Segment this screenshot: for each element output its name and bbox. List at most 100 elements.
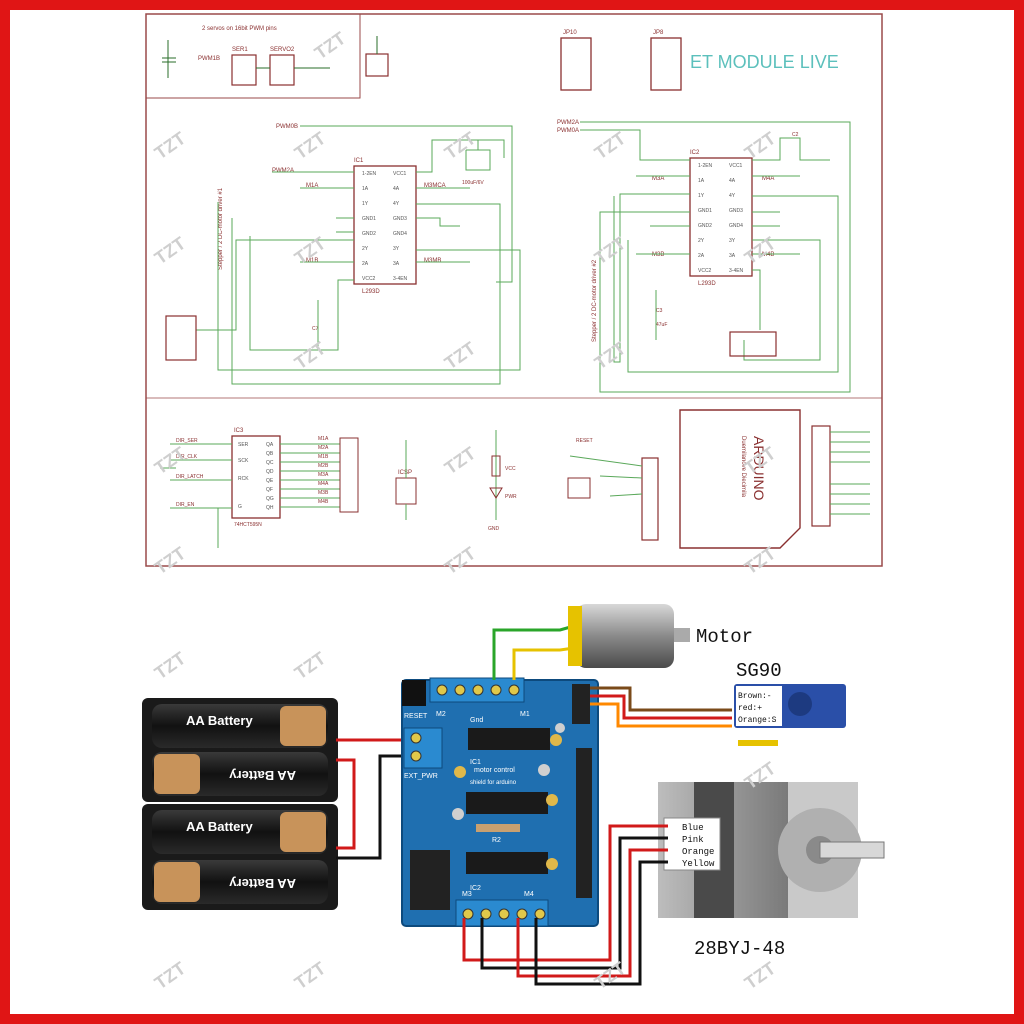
ic1-net-4: M3MCA (424, 183, 446, 189)
ic2-block: IC2 L293D Stepper / 2 DC-motor driver #2… (276, 120, 799, 342)
ic2-pin-l6: 2Y (698, 238, 705, 244)
gnd-label: GND (488, 526, 500, 532)
ic3-pin-qb: QB (266, 451, 274, 457)
ic3-block: IC3 74HCT595N SER SCK RCK G QA QB QC QD … (176, 428, 329, 528)
ic1-pin-l2: 1A (362, 186, 369, 192)
board-label-motor-control: motor control (474, 767, 515, 774)
pwm-label-2: PWM0B (276, 124, 298, 130)
servo-connector-1-label: SER1 (232, 47, 248, 53)
ic2-pin-r8: 3-4EN (729, 268, 744, 274)
ic2-net-4: M4B (762, 252, 774, 258)
servo-wire-red: red:+ (738, 704, 762, 713)
ic2-pin-l7: 2A (698, 253, 705, 259)
ic3-pin-qf: QF (266, 487, 273, 493)
ic1-pin-l6: 2Y (362, 246, 369, 252)
jp10-label: JP10 (563, 30, 577, 36)
board-label-gnd: Gnd (470, 717, 483, 724)
svg-text:TZT: TZT (741, 958, 780, 993)
servo-section-box (145, 13, 361, 99)
battery-pack-2: AA Battery AA Battery (142, 804, 338, 910)
stepper-wire-orange: Orange (682, 847, 714, 857)
ic1-pin-l7: 2A (362, 261, 369, 267)
ic2-pin-l5: GND2 (698, 223, 712, 229)
reset-switch (567, 477, 591, 499)
ic1-part: L293D (362, 289, 380, 295)
ic1-pin-r5: GND4 (393, 231, 407, 237)
ic3-traces (160, 443, 340, 548)
servo-connector-2-label: SERVO2 (270, 47, 295, 53)
ic1-pin-l1: 1-2EN (362, 171, 377, 177)
board-label-ext-pwr: EXT_PWR (404, 773, 438, 780)
stepper-wire-blue: Blue (682, 823, 704, 833)
dc-motor: Motor (492, 604, 753, 680)
board-label-shield: shield for arduino (470, 780, 517, 786)
ic3-net-ser: DIR_SER (176, 438, 198, 444)
battery-wires (336, 738, 410, 860)
ic3-net-latch: DIR_LATCH (176, 474, 204, 480)
ic3-chip (231, 435, 281, 519)
ic1-pin-l8: VCC2 (362, 276, 376, 282)
ic1-pin-r3: 4Y (393, 201, 400, 207)
board-label-m2: M2 (436, 711, 446, 718)
ic1-traces (196, 125, 521, 385)
ic1-pin-l5: GND2 (362, 231, 376, 237)
ic2-side-note: Stepper / 2 DC-motor driver #2 (592, 259, 598, 342)
battery-4-label: AA Battery (229, 876, 296, 891)
stepper-wire-pink: Pink (682, 835, 704, 845)
jp10-header (560, 37, 592, 91)
jumper-headers: JP10 JP8 (560, 30, 682, 91)
reset-label: RESET (576, 438, 593, 444)
svg-text:TZT: TZT (291, 648, 330, 683)
ic1-chip (353, 165, 417, 285)
schematic-diagram: 2 servos on 16bit PWM pins PWM1B SER1 SE… (145, 13, 883, 578)
ic3-pin-ser: SER (238, 442, 249, 448)
board-label-m4: M4 (524, 891, 534, 898)
ic1-pin-l3: 1Y (362, 201, 369, 207)
power-led: VCC GND PWR (488, 430, 517, 532)
svg-text:TZT: TZT (591, 958, 630, 993)
motor-shield-board: RESET EXT_PWR motor control shield for a… (401, 677, 599, 927)
ic3-pin-qe: QE (266, 478, 274, 484)
arduino-left-header (641, 457, 659, 541)
servo-connector-2 (269, 54, 295, 86)
ic1-pin-r2: 4A (393, 186, 400, 192)
ic3-pin-qh: QH (266, 505, 274, 511)
l293d-chip-3 (466, 852, 548, 874)
ic1-motor-header (165, 315, 197, 361)
ic2-net-1: M3A (652, 176, 664, 182)
ic3-name: IC3 (234, 428, 244, 434)
jp8-label: JP8 (653, 30, 664, 36)
servo-header-note: 2 servos on 16bit PWM pins (202, 26, 277, 32)
ic1-net-1: PWM2A (272, 168, 294, 174)
ic2-pin-r1: VCC1 (729, 163, 743, 169)
servo-label: SG90 (736, 660, 782, 682)
battery-1-label: AA Battery (186, 713, 253, 728)
servo-wire-orange: Orange:S (738, 716, 777, 725)
ic3-pin-rck: RCK (238, 476, 249, 482)
ic2-motor-header (729, 331, 777, 357)
ic2-traces (580, 121, 851, 393)
ic2-part: L293D (698, 281, 716, 287)
ic3-pin-qc: QC (266, 460, 274, 466)
ic1-pin-r6: 3Y (393, 246, 400, 252)
board-label-m1: M1 (520, 711, 530, 718)
ic3-out-5: M3A (318, 472, 329, 478)
ic3-out-2: M2A (318, 445, 329, 451)
ic1-net-5: M3MB (424, 258, 441, 264)
ic3-pin-g: G (238, 504, 242, 510)
cap-100uf-label: 100uF/6V (462, 180, 484, 186)
brand-label: ET MODULE LIVE (690, 52, 839, 72)
battery-pack-1: AA Battery AA Battery (142, 698, 338, 802)
ic2-pin-l2: 1A (698, 178, 705, 184)
board-label-r2: R2 (492, 837, 501, 844)
board-label-m3: M3 (462, 891, 472, 898)
ic1-pin-r7: 3A (393, 261, 400, 267)
ic1-name: IC1 (354, 158, 364, 164)
ic3-net-en: DIR_EN (176, 502, 195, 508)
cap-c2-label: C2 (792, 132, 799, 138)
ic2-net-2: M3B (652, 252, 664, 258)
stepper-wire-yellow: Yellow (682, 859, 715, 869)
ic2-pin-l8: VCC2 (698, 268, 712, 274)
arduino-title: ARDUINO (751, 436, 767, 501)
ic1-side-note: Stepper / 2 DC-motor driver #1 (218, 187, 224, 270)
